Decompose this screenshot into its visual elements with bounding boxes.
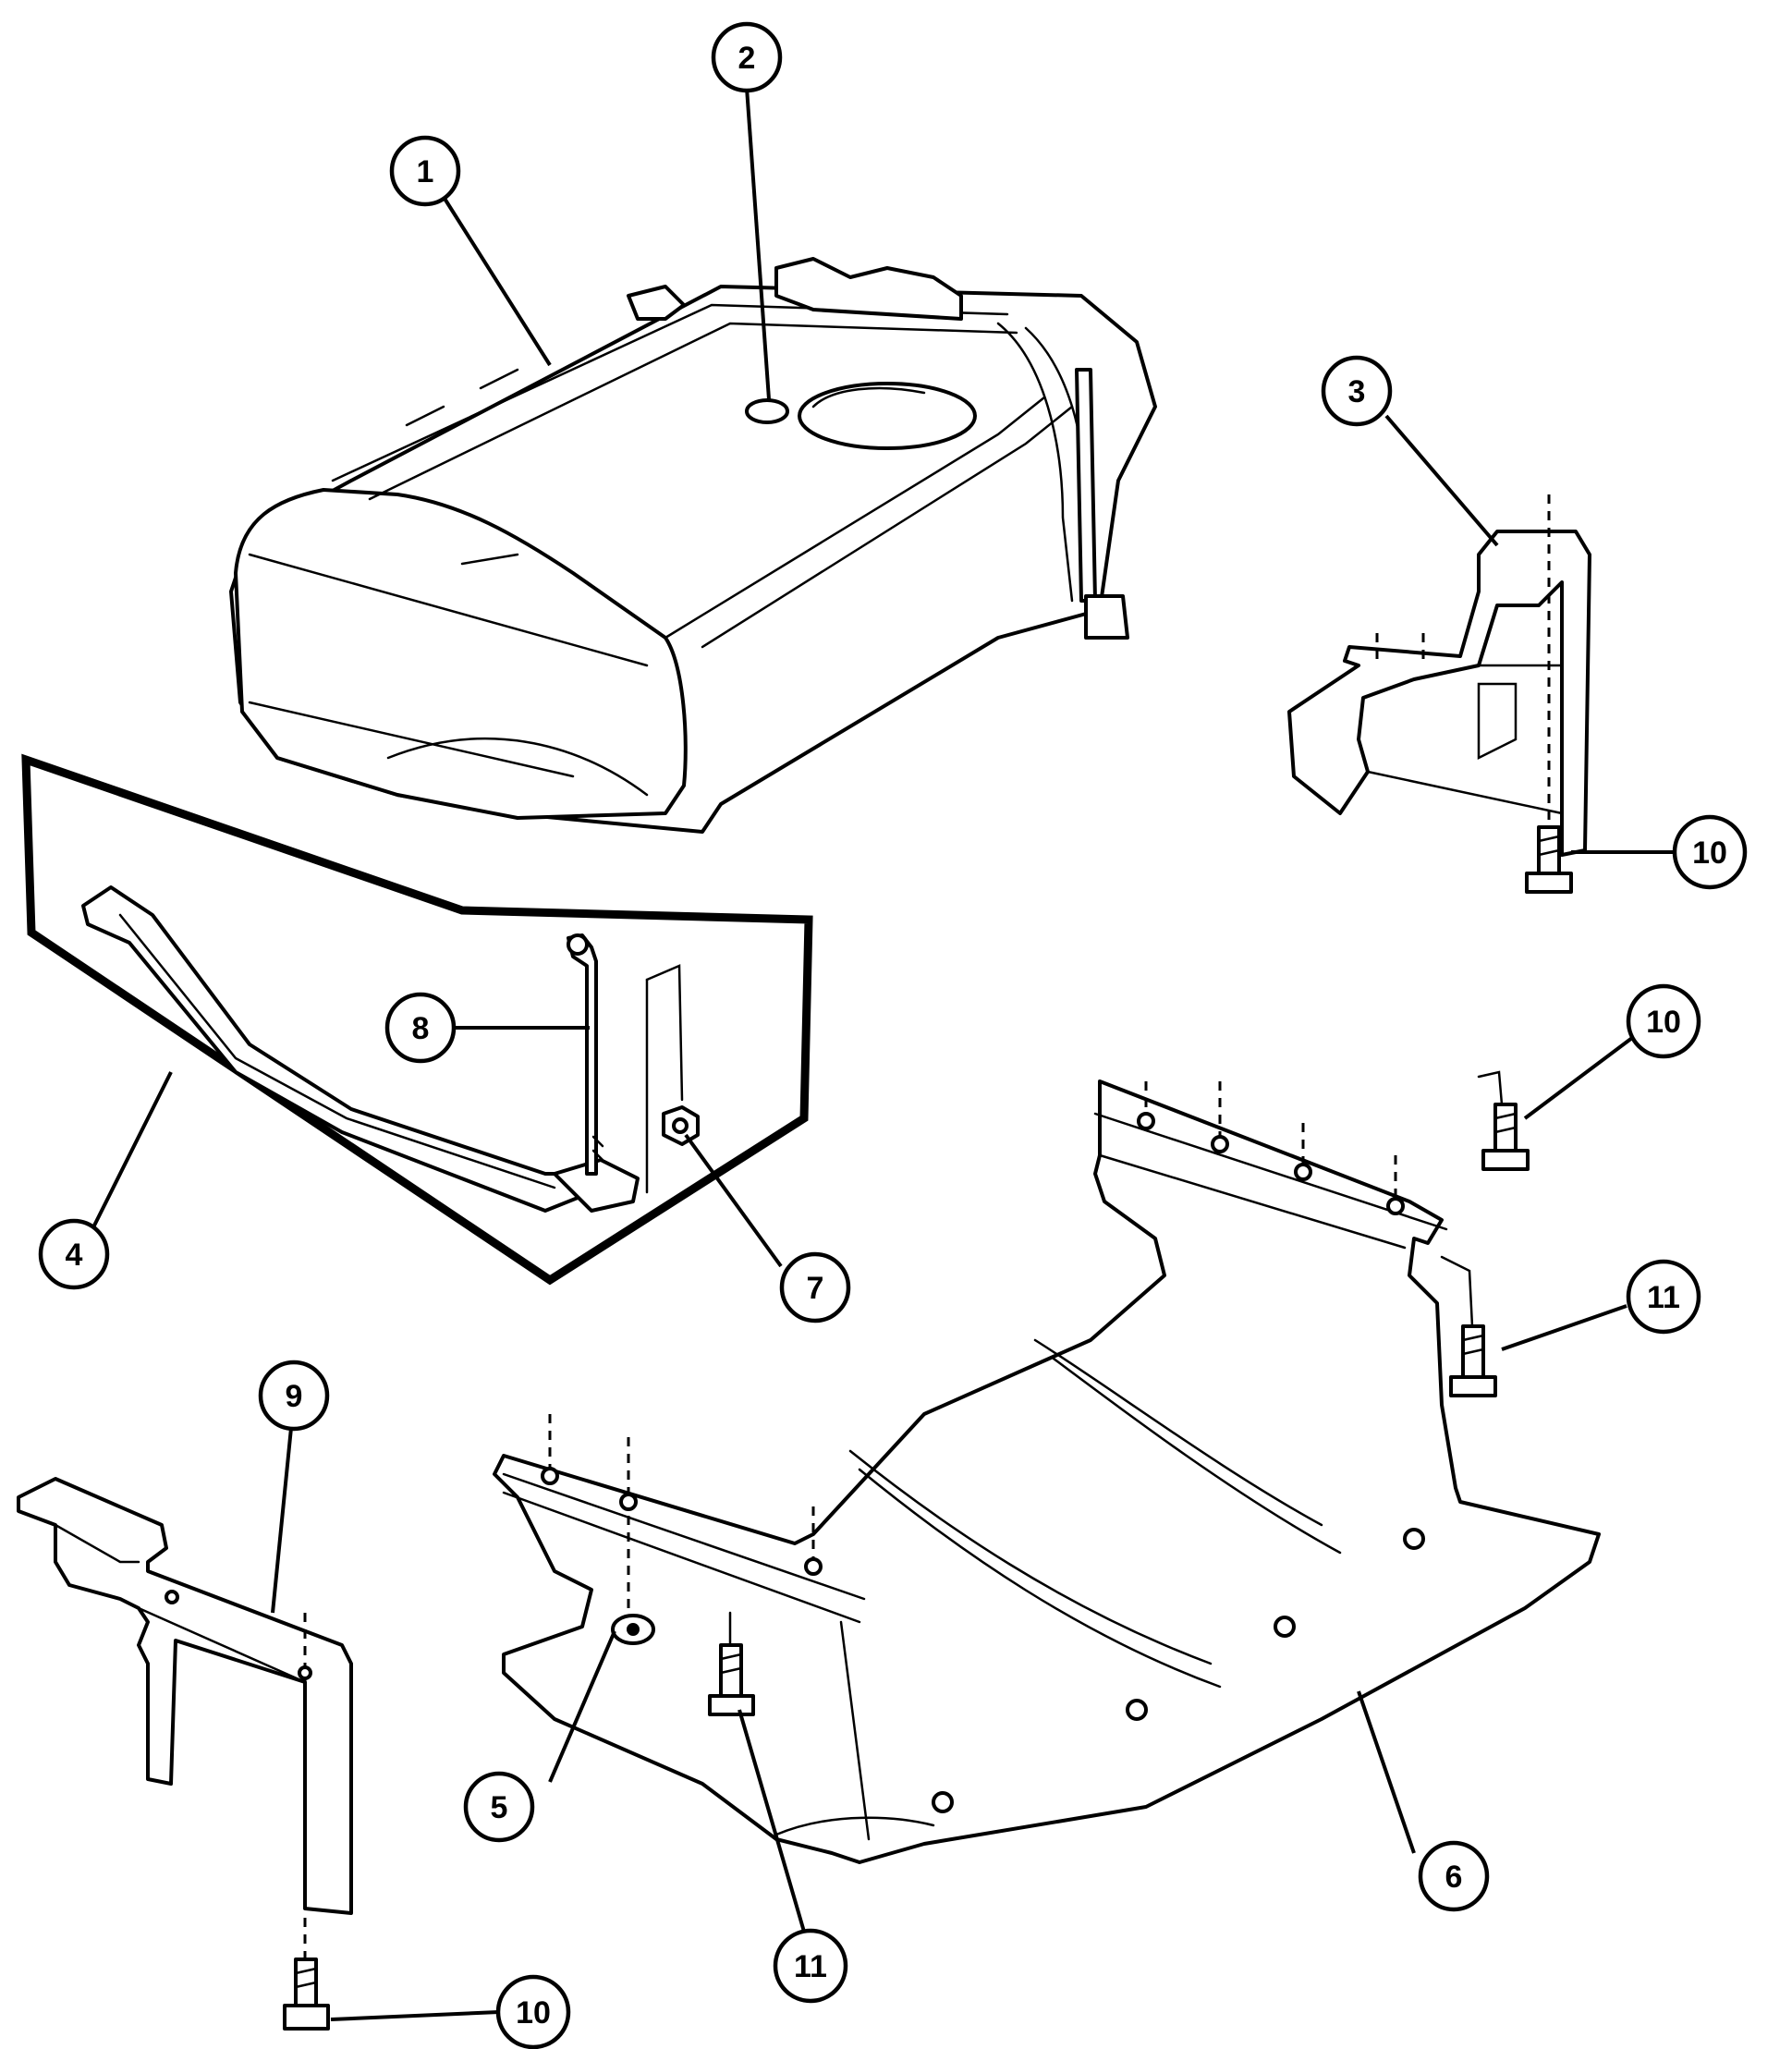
callout-9: 9 — [258, 1360, 330, 1432]
callout-8: 8 — [384, 992, 457, 1064]
svg-text:10: 10 — [1692, 835, 1727, 871]
svg-text:7: 7 — [807, 1271, 824, 1306]
svg-text:11: 11 — [794, 1949, 827, 1984]
callout-3: 3 — [1321, 355, 1393, 427]
callout-11-skid-plate-left: 11 — [773, 1928, 848, 2004]
svg-text:11: 11 — [1647, 1280, 1680, 1315]
leader-lines — [91, 87, 1673, 2021]
fuel-tank — [229, 257, 1157, 834]
svg-text:2: 2 — [738, 41, 756, 76]
callout-10-left-bracket: 10 — [495, 1974, 571, 2049]
tank-strap — [81, 885, 593, 1213]
callout-10-right-bracket: 10 — [1672, 814, 1748, 890]
svg-text:10: 10 — [516, 1995, 551, 2031]
callout-11-skid-plate-right: 11 — [1626, 1259, 1701, 1335]
bolt-10-skid-plate — [1477, 1070, 1530, 1171]
svg-text:3: 3 — [1348, 374, 1366, 409]
svg-text:6: 6 — [1445, 1860, 1463, 1895]
skid-plate — [493, 1079, 1601, 1864]
bolt-10-right-bracket — [1525, 825, 1573, 894]
svg-text:4: 4 — [66, 1238, 83, 1273]
left-bracket — [17, 1477, 353, 1959]
callout-2: 2 — [711, 21, 783, 93]
svg-text:1: 1 — [417, 154, 434, 189]
bolt-10-left-bracket — [283, 1958, 330, 2031]
bolt-11-skid-plate-left — [708, 1611, 755, 1716]
callout-1: 1 — [389, 135, 461, 207]
callout-6: 6 — [1418, 1840, 1490, 1912]
strap-assembly-inset — [21, 753, 813, 1286]
svg-text:9: 9 — [286, 1379, 303, 1414]
right-bracket — [1287, 494, 1591, 857]
bolt-11-skid-plate-right — [1440, 1255, 1497, 1397]
svg-text:10: 10 — [1646, 1005, 1681, 1040]
svg-text:8: 8 — [412, 1011, 430, 1046]
callout-5: 5 — [463, 1771, 535, 1843]
grommet — [611, 1614, 655, 1645]
callout-10-skid-plate: 10 — [1626, 983, 1701, 1059]
callout-4: 4 — [38, 1218, 110, 1290]
strap-bolt — [567, 933, 604, 1176]
callout-7: 7 — [779, 1251, 851, 1323]
strap-nut — [662, 1105, 700, 1146]
svg-text:5: 5 — [491, 1790, 508, 1825]
